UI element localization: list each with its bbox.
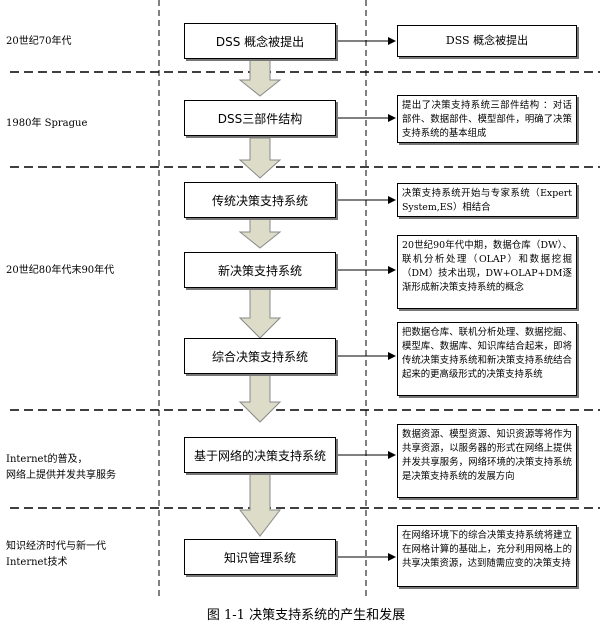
era-label-knowledge-economy: 知识经济时代与新一代 Internet技术 [6, 541, 106, 568]
stage-traditional-dss: 传统决策支持系统 [184, 182, 336, 218]
stage-label: 知识管理系统 [223, 550, 296, 565]
era-label-1970s: 20世纪70年代 [6, 36, 72, 47]
note-network-dss: 数据资源、模型资源、知识资源等将作为共享资源，以服务器的形式在网络上提供并发共享… [397, 424, 577, 498]
stage-label: 基于网络的决策支持系统 [193, 448, 326, 463]
figure-caption: 图 1-1 决策支持系统的产生和发展 [206, 608, 406, 623]
era-label-internet: Internet的普及， 网络上提供并发共享服务 [6, 454, 116, 481]
stage-network-dss: 基于网络的决策支持系统 [184, 437, 336, 473]
stage-new-dss: 新决策支持系统 [184, 252, 336, 288]
note-dss-concept: DSS 概念被提出 [397, 25, 577, 57]
era-label-late-80s-90s: 20世纪80年代末90年代 [6, 265, 115, 276]
note-knowledge-management: 在网络环境下的综合决策支持系统将建立在网格计算的基础上，充分利用网格上的共享决策… [397, 525, 577, 587]
stage-label: 综合决策支持系统 [211, 349, 308, 364]
note-traditional-dss: 决策支持系统开始与专家系统（Expert System,ES）相结合 [397, 183, 577, 217]
stage-integrated-dss: 综合决策支持系统 [184, 338, 336, 374]
stage-dss-three-components: DSS三部件结构 [184, 100, 336, 136]
flow-arrow [238, 216, 282, 249]
flow-arrow [238, 137, 282, 179]
flow-arrow [238, 285, 282, 339]
flow-arrow [238, 467, 282, 537]
stage-label: 传统决策支持系统 [211, 193, 308, 208]
flow-arrow [238, 371, 282, 423]
era-label-1980-sprague: 1980年 Sprague [6, 118, 88, 129]
stage-label: 新决策支持系统 [217, 263, 302, 278]
note-three-components: 提出了决策支持系统三部件结构 ：对话部件、数据部件、模型部件，明确了决策支持系统… [397, 95, 577, 143]
flow-arrow [238, 57, 282, 97]
stage-dss-concept: DSS 概念被提出 [184, 23, 336, 59]
stage-label: DSS 概念被提出 [215, 34, 305, 49]
note-integrated-dss: 把数据仓库、联机分析处理、数据挖掘、模型库、数据库、知识库结合起来，即将传统决策… [397, 322, 577, 396]
stage-label: DSS三部件结构 [217, 111, 303, 126]
stage-knowledge-management: 知识管理系统 [184, 539, 336, 575]
note-new-dss: 20世纪90年代中期，数据仓库（DW）、联机分析处理（OLAP）和数据挖掘（DM… [397, 235, 577, 309]
